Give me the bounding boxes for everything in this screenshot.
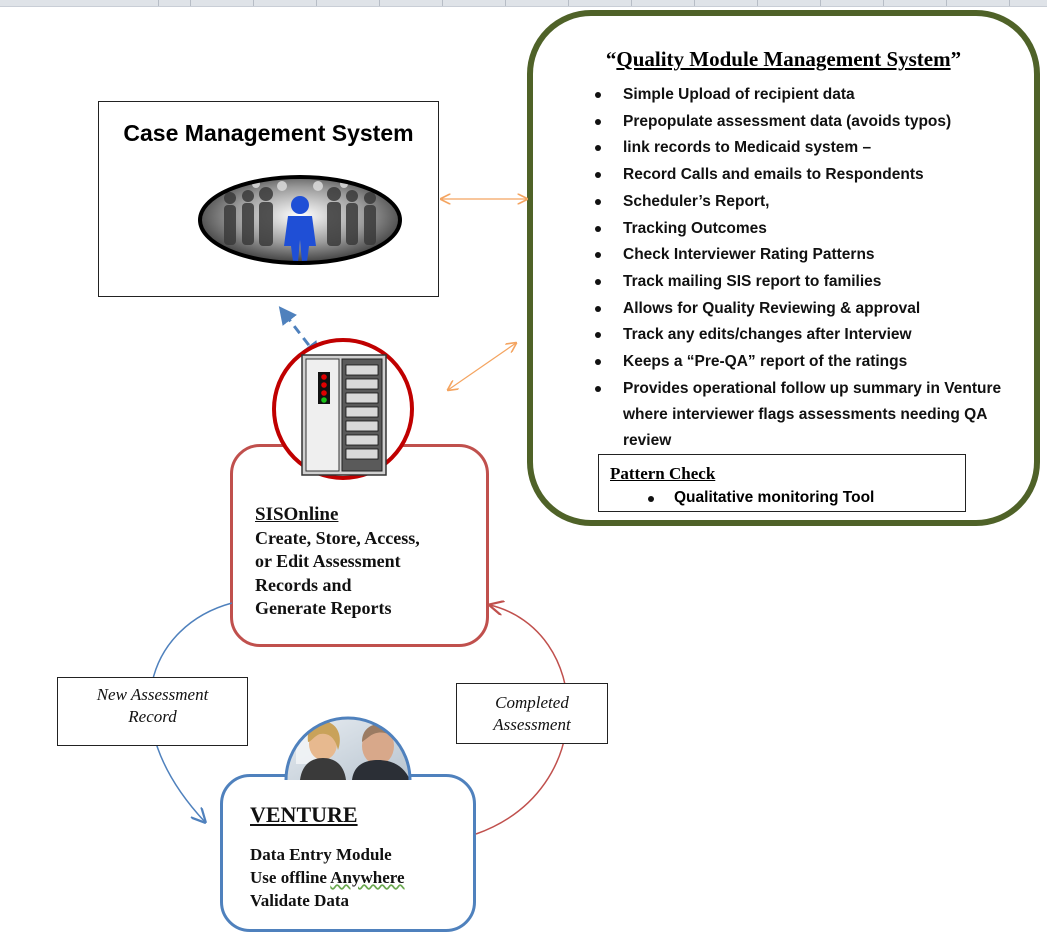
list-item: Simple Upload of recipient data [595,82,1025,109]
list-item: Track any edits/changes after Interview [595,322,1025,349]
pattern-check-title: Pattern Check [610,464,716,483]
list-item: Scheduler’s Report, [595,189,1025,216]
ruler-tick [442,0,443,6]
list-item: Record Calls and emails to Respondents [595,162,1025,189]
ruler-tick [694,0,695,6]
sis-case-connector [278,306,321,360]
ruler-tick [316,0,317,6]
quality-module-box: “Quality Module Management System” Simpl… [527,10,1040,526]
sisonline-line: Records and [255,574,352,595]
venture-line: Validate Data [250,891,350,910]
case-management-box: Case Management System [98,101,439,297]
sisonline-line: or Edit Assessment [255,551,401,571]
title-open-quote: “ [605,47,617,71]
list-item: Track mailing SIS report to families [595,269,1025,296]
ruler-tick [820,0,821,6]
venture-title: VENTURE [250,802,358,827]
ruler-tick [379,0,380,6]
people-meeting-photo [284,716,412,781]
sisonline-text: SISOnline Create, Store, Access, or Edit… [255,503,485,621]
venture-text: VENTURE Data Entry Module Use offline An… [250,802,480,912]
crowd-person-icon [198,175,402,265]
ruler-tick [190,0,191,6]
sisonline-title: SISOnline [255,504,339,525]
list-item: Provides operational follow up summary i… [595,376,1025,454]
title-text: Quality Module Management System [616,47,951,71]
list-item: Keeps a “Pre-QA” report of the ratings [595,349,1025,376]
label-line: Assessment [493,715,571,734]
label-line: Completed [495,693,569,712]
sisonline-line: Create, Store, Access, [255,527,420,548]
list-item: link records to Medicaid system – [595,135,1025,162]
quality-module-title: “Quality Module Management System” [533,47,1034,72]
list-item: Tracking Outcomes [595,216,1025,243]
label-line: New Assessment [96,685,209,704]
new-assessment-label: New Assessment Record [57,677,248,746]
document-ruler [0,0,1047,7]
pattern-check-box: Pattern Check Qualitative monitoring Too… [598,454,966,512]
ruler-tick [253,0,254,6]
server-icon [272,338,414,480]
venture-line-prefix: Use offline [250,868,331,887]
ruler-tick [757,0,758,6]
venture-anywhere: Anywhere [330,868,405,887]
list-item: Allows for Quality Reviewing & approval [595,296,1025,323]
list-item: Prepopulate assessment data (avoids typo… [595,109,1025,136]
ruler-tick [883,0,884,6]
ruler-tick [158,0,159,6]
pattern-check-item: Qualitative monitoring Tool [648,489,874,507]
venture-box [220,774,476,932]
title-close-quote: ” [950,47,962,71]
case-management-title: Case Management System [123,120,414,146]
list-item: Check Interviewer Rating Patterns [595,242,1025,269]
venture-line: Use offline Anywhere [250,866,480,889]
venture-line: Data Entry Module [250,845,392,864]
quality-module-feature-list: Simple Upload of recipient data Prepopul… [595,82,1025,454]
label-line: Record [128,707,177,726]
ruler-tick [568,0,569,6]
ruler-tick [1009,0,1010,6]
sis-qms-connector [448,343,516,390]
ruler-tick [631,0,632,6]
ruler-tick [946,0,947,6]
completed-assessment-label: Completed Assessment [456,683,608,744]
ruler-tick [505,0,506,6]
sisonline-line: Generate Reports [255,598,392,618]
